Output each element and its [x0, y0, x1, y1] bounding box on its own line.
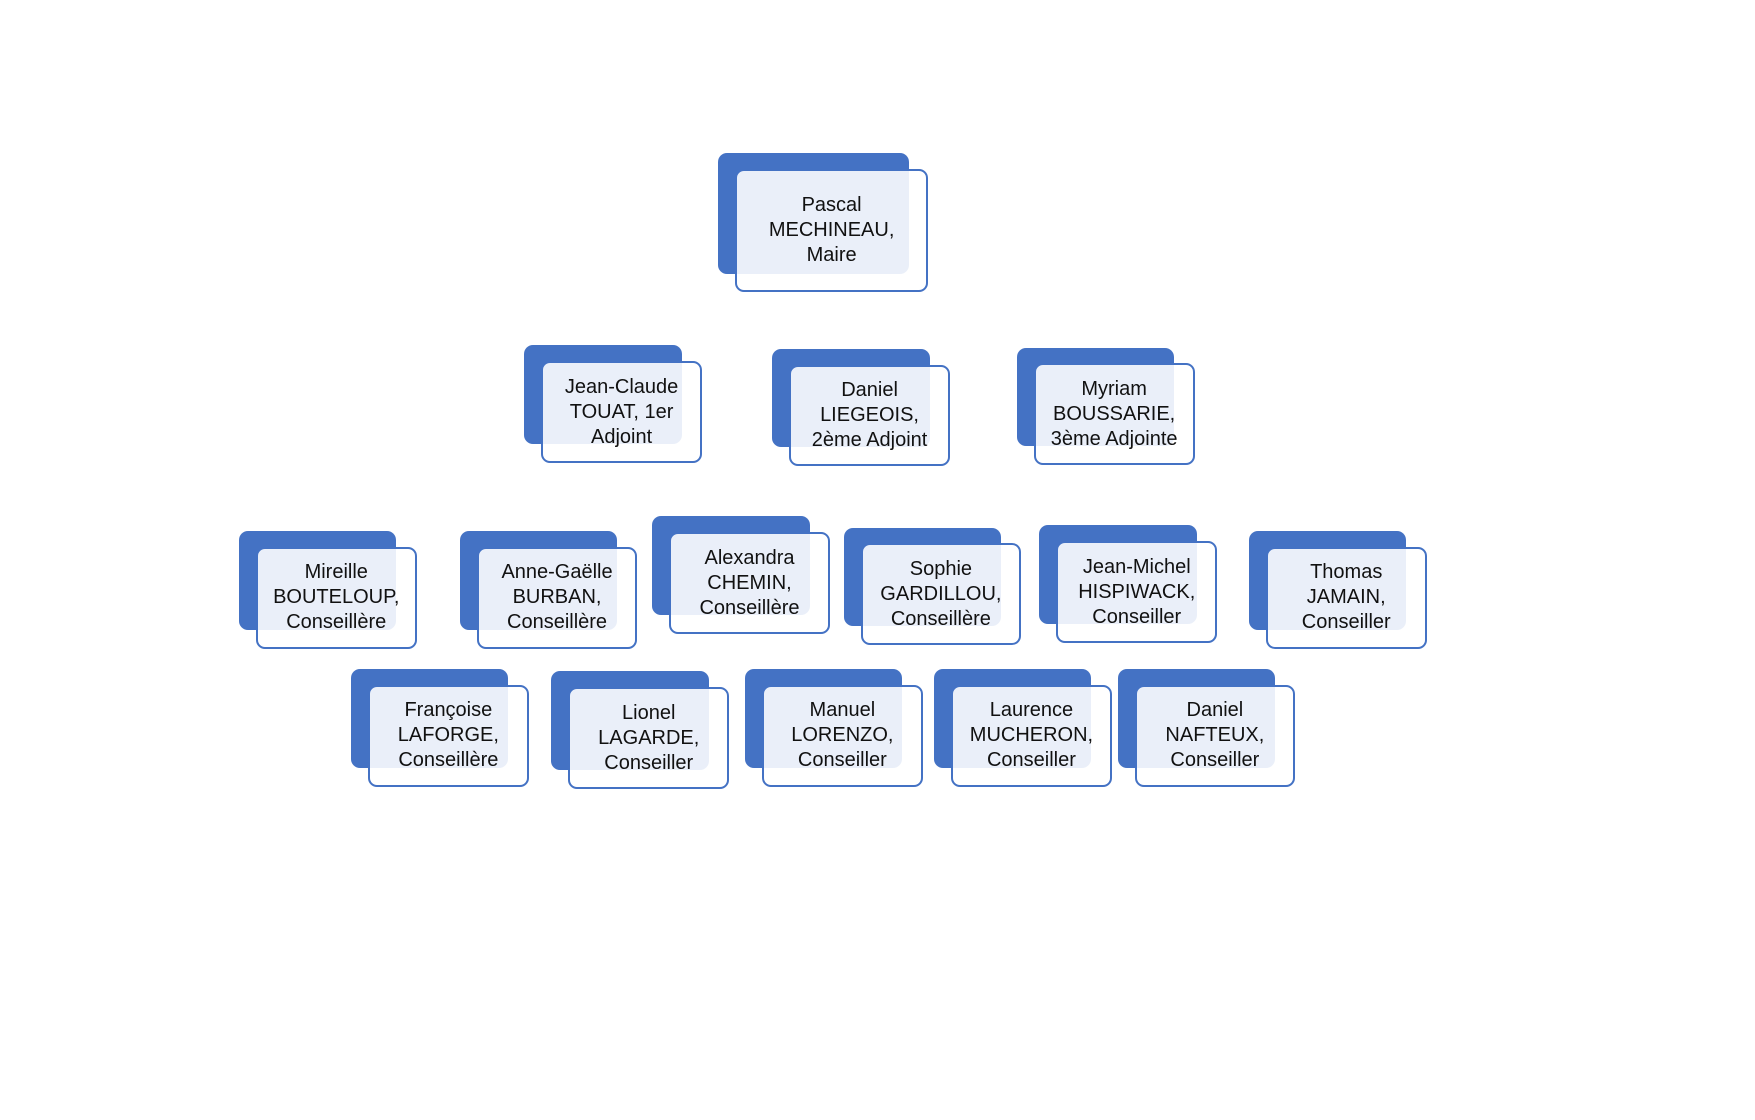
node-box: Manuel LORENZO, Conseiller [761, 685, 923, 787]
node-box: Daniel NAFTEUX, Conseiller [1134, 685, 1296, 787]
node-label: Daniel LIEGEOIS, 2ème Adjoint [811, 379, 928, 452]
node-label: Françoise LAFORGE, Conseillère [397, 699, 499, 772]
node-box: Myriam BOUSSARIE, 3ème Adjointe [1033, 363, 1195, 466]
node-box: Alexandra CHEMIN, Conseillère [669, 532, 830, 635]
node-label: Manuel LORENZO, Conseiller [791, 699, 894, 772]
node-box: Daniel LIEGEOIS, 2ème Adjoint [789, 364, 950, 467]
node-box: Jean-Michel HISPIWACK, Conseiller [1056, 541, 1218, 644]
node-label: Daniel NAFTEUX, Conseiller [1165, 699, 1265, 772]
node-label: Sophie GARDILLOU, Conseillère [880, 557, 1002, 630]
node-label: Lionel LAGARDE, Conseiller [598, 701, 700, 774]
node-box: Mireille BOUTELOUP, Conseillère [255, 546, 417, 649]
node-box: Laurence MUCHERON, Conseiller [951, 685, 1112, 787]
node-box: Pascal MECHINEAU, Maire [734, 168, 929, 293]
node-box: Anne-Gaëlle BURBAN, Conseillère [476, 546, 638, 649]
node-label: Laurence MUCHERON, Conseiller [969, 699, 1094, 772]
node-box: Lionel LAGARDE, Conseiller [568, 687, 730, 790]
node-label: Jean-Claude TOUAT, 1er Adjoint [564, 375, 679, 448]
node-label: Thomas JAMAIN, Conseiller [1301, 561, 1391, 634]
node-label: Pascal MECHINEAU, Maire [768, 193, 895, 266]
node-box: Thomas JAMAIN, Conseiller [1265, 546, 1427, 649]
node-label: Anne-Gaëlle BURBAN, Conseillère [501, 561, 613, 634]
node-label: Alexandra CHEMIN, Conseillère [699, 546, 800, 619]
node-label: Jean-Michel HISPIWACK, Conseiller [1078, 555, 1196, 628]
node-box: Jean-Claude TOUAT, 1er Adjoint [541, 361, 702, 464]
node-label: Myriam BOUSSARIE, 3ème Adjointe [1050, 377, 1178, 450]
node-label: Mireille BOUTELOUP, Conseillère [273, 561, 400, 634]
node-box: Françoise LAFORGE, Conseillère [367, 685, 529, 787]
node-box: Sophie GARDILLOU, Conseillère [860, 543, 1022, 646]
